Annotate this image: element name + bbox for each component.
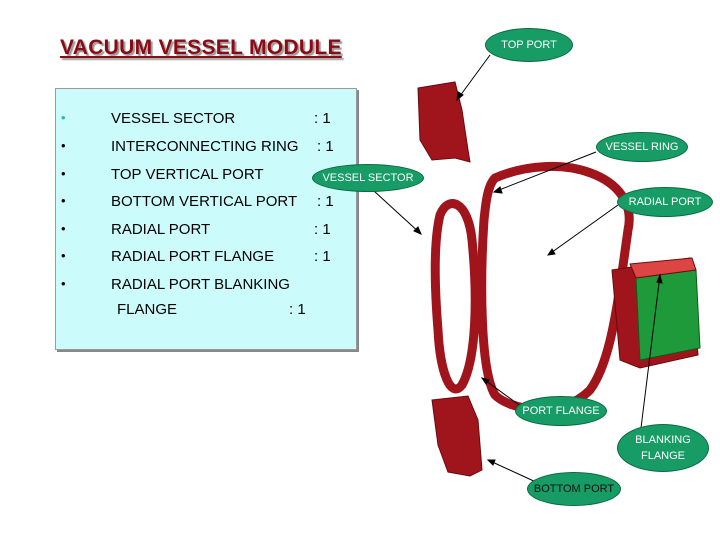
component-name: RADIAL PORT bbox=[111, 221, 211, 238]
component-name: FLANGE bbox=[117, 301, 178, 318]
callout-radial-port: RADIAL PORT bbox=[617, 187, 713, 217]
callout-bottom-port: BOTTOM PORT bbox=[527, 472, 621, 506]
bullet: • bbox=[61, 138, 66, 153]
component-name: TOP VERTICAL PORT bbox=[111, 166, 264, 183]
component-name: BOTTOM VERTICAL PORT bbox=[111, 193, 298, 210]
callout-port-flange: PORT FLANGE bbox=[515, 396, 607, 426]
bullet: • bbox=[61, 248, 66, 263]
bullet: • bbox=[61, 276, 66, 291]
component-count: : 1 bbox=[289, 301, 306, 318]
component-name: INTERCONNECTING RING bbox=[111, 138, 299, 155]
top-port-shape bbox=[417, 81, 471, 163]
component-count: : 1 bbox=[314, 248, 331, 265]
vessel-ring-shape bbox=[477, 161, 634, 414]
page-title: VACUUM VESSEL MODULE bbox=[60, 36, 342, 59]
bullet: • bbox=[61, 110, 66, 125]
component-count: : 1 bbox=[314, 221, 331, 238]
bottom-port-shape bbox=[431, 395, 483, 477]
component-list-panel: • VESSEL SECTOR : 1 • INTERCONNECTING RI… bbox=[55, 88, 357, 350]
bullet: • bbox=[61, 221, 66, 236]
port-flange-shape bbox=[635, 269, 701, 361]
component-name: RADIAL PORT FLANGE bbox=[111, 248, 275, 265]
callout-vessel-ring: VESSEL RING bbox=[596, 132, 688, 162]
callout-blanking-flange: BLANKING FLANGE bbox=[617, 424, 709, 472]
vessel-sector-shape bbox=[430, 199, 480, 394]
component-count: : 1 bbox=[317, 138, 334, 155]
callout-top-port: TOP PORT bbox=[485, 28, 573, 62]
bullet: • bbox=[61, 193, 66, 208]
component-name: VESSEL SECTOR bbox=[111, 110, 236, 127]
callout-vessel-sector: VESSEL SECTOR bbox=[312, 164, 424, 192]
bullet: • bbox=[61, 166, 66, 181]
radial-port-shape bbox=[611, 257, 699, 369]
component-name: RADIAL PORT BLANKING bbox=[111, 276, 290, 293]
component-count: : 1 bbox=[314, 110, 331, 127]
component-count: : 1 bbox=[317, 193, 334, 210]
